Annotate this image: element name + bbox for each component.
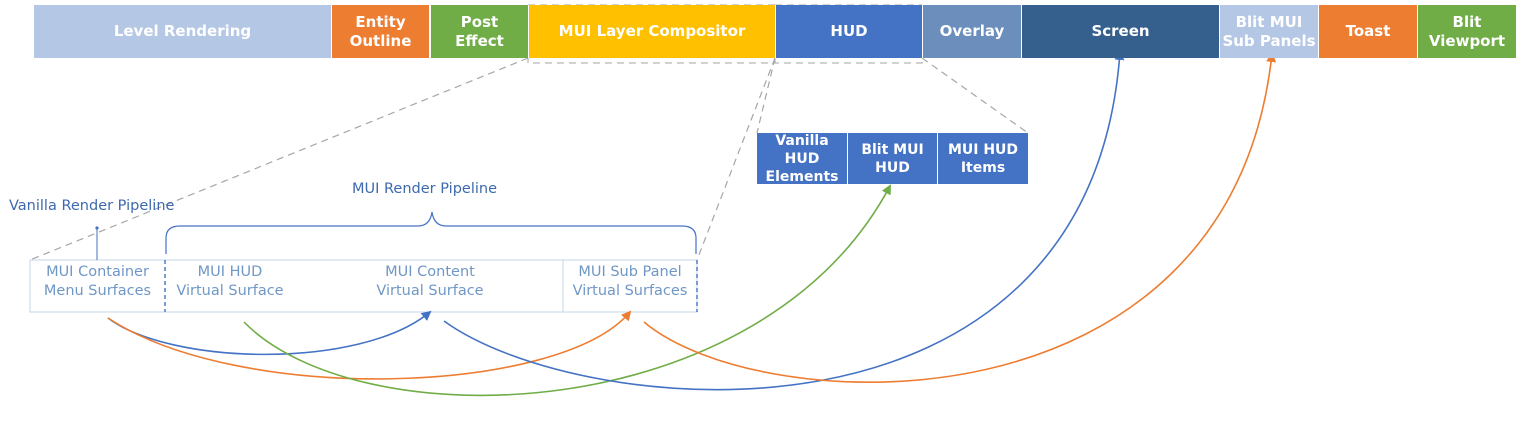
pipeline-stage-mui-layer-compositor: MUI Layer Compositor xyxy=(528,5,775,58)
arrow-container-to-content xyxy=(107,310,432,356)
arrow-hud-to-blit-hud xyxy=(243,184,891,397)
pipeline-stage-level-rendering: Level Rendering xyxy=(34,5,331,58)
zoom-line-compositor-right xyxy=(696,57,776,261)
arrow-content-to-screen xyxy=(443,50,1125,391)
surfaces-frame xyxy=(29,259,698,313)
vanilla-render-pipeline-label: Vanilla Render Pipeline xyxy=(9,198,175,214)
surface-mui-sub-panel-virtual-surfaces: MUI Sub Panel Virtual Surfaces xyxy=(572,264,688,299)
vanilla-pipeline-tick-dot xyxy=(95,226,99,230)
zoom-line-hud-left xyxy=(756,57,776,134)
hud-detail-vanilla-hud-elements: Vanilla HUD Elements xyxy=(757,133,847,185)
surface-mui-hud-virtual-surface: MUI HUD Virtual Surface xyxy=(176,264,284,299)
hud-detail-blit-mui-hud: Blit MUI HUD xyxy=(847,133,937,184)
pipeline-stage-blit-mui-sub-panels: Blit MUI Sub Panels xyxy=(1219,5,1318,58)
pipeline-stage-screen: Screen xyxy=(1021,5,1219,58)
arrow-container-to-subpanel xyxy=(107,310,632,380)
surface-mui-container-menu-surfaces: MUI Container Menu Surfaces xyxy=(43,264,152,299)
pipeline-stage-overlay: Overlay xyxy=(922,5,1021,58)
surface-mui-content-virtual-surface: MUI Content Virtual Surface xyxy=(376,264,484,299)
mui-render-pipeline-label: MUI Render Pipeline xyxy=(352,181,497,197)
arrow-subpanel-to-blit-subpanels xyxy=(643,52,1277,383)
hud-detail-mui-hud-items: MUI HUD Items xyxy=(937,133,1028,184)
pipeline-stage-post-effect: Post Effect xyxy=(430,5,528,58)
mui-pipeline-brace xyxy=(165,211,697,254)
pipeline-stage-entity-outline: Entity Outline xyxy=(331,5,429,58)
surfaces-outline xyxy=(29,259,698,313)
pipeline-stage-toast: Toast xyxy=(1318,5,1417,58)
zoom-line-hud-right xyxy=(921,57,1029,134)
pipeline-stage-hud: HUD xyxy=(775,5,922,58)
pipeline-stage-blit-viewport: Blit Viewport xyxy=(1417,5,1516,58)
zoom-line-compositor-left xyxy=(29,57,529,261)
